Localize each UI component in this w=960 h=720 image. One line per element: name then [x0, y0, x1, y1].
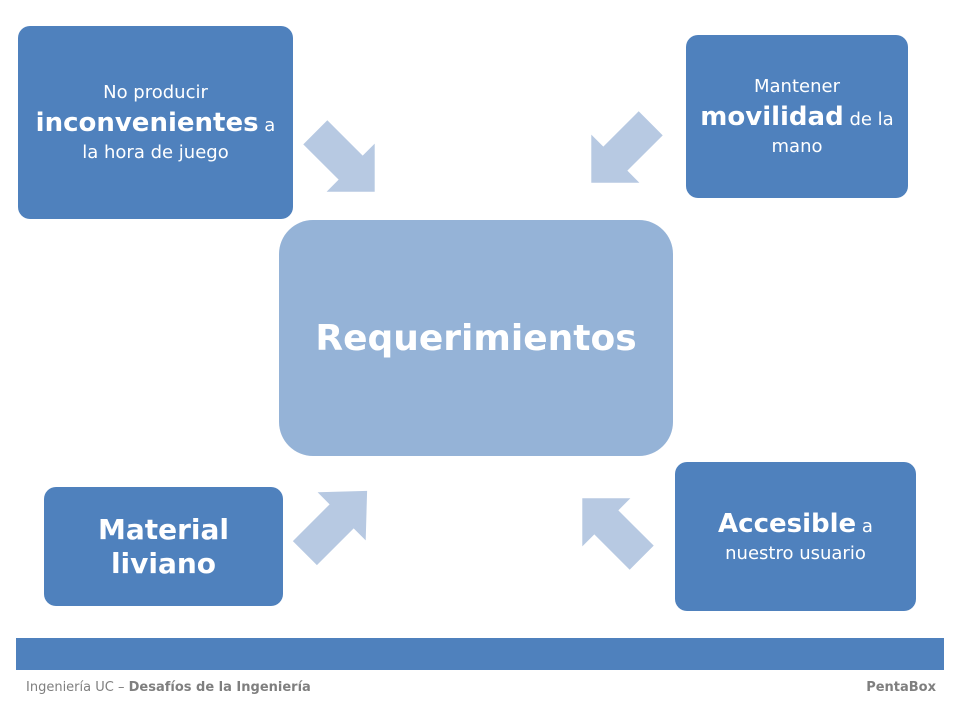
requirement-box-top-left: No producir inconvenientes a la hora de …: [18, 26, 293, 219]
arrow-bottom-left: [292, 490, 368, 566]
text-post-2: nuestro usuario: [725, 542, 866, 564]
text-bold: movilidad: [700, 101, 844, 132]
footer-prefix: Ingeniería UC –: [26, 680, 129, 695]
text-post-1: a: [861, 515, 873, 537]
text-post: a la hora de juego: [82, 114, 276, 163]
text-bold: Accesible: [718, 508, 857, 539]
arrow-bottom-right: [582, 498, 654, 570]
text-pre: Mantener: [754, 75, 840, 97]
requirement-text: Accesible a nuestro usuario: [718, 507, 873, 567]
footer-left: Ingeniería UC – Desafíos de la Ingenierí…: [26, 680, 311, 695]
requirement-box-top-right: Mantener movilidad de la mano: [686, 35, 908, 198]
requirement-box-bottom-right: Accesible a nuestro usuario: [675, 462, 916, 611]
text-line-1: Material: [97, 512, 230, 546]
requirement-box-bottom-left: Material liviano: [44, 487, 283, 606]
center-label: Requerimientos: [315, 317, 637, 359]
requirement-text: Material liviano: [98, 513, 229, 581]
text-bold: inconvenientes: [35, 107, 259, 138]
requirement-text: Mantener movilidad de la mano: [694, 74, 900, 160]
footer-bar: [16, 638, 944, 670]
arrow-top-left: [303, 120, 375, 192]
text-line-2: liviano: [110, 546, 217, 580]
footer-right: PentaBox: [866, 680, 936, 695]
text-post: de la mano: [771, 108, 894, 157]
center-box-requerimientos: Requerimientos: [279, 220, 673, 456]
requirement-text: No producir inconvenientes a la hora de …: [28, 80, 283, 166]
text-pre: No producir: [103, 81, 208, 103]
footer-course: Desafíos de la Ingeniería: [128, 680, 311, 695]
arrow-top-right: [591, 111, 663, 183]
